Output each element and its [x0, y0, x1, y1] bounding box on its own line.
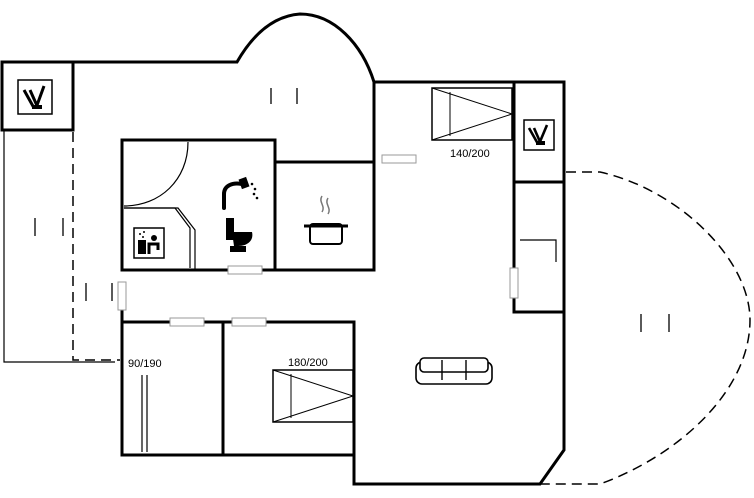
outer-walls: [0, 12, 566, 486]
door-bedroom-bottom: [231, 317, 267, 327]
shower-icon: [222, 176, 259, 210]
door-right-utility: [509, 267, 519, 299]
fireplace-box: [0, 60, 75, 132]
bed-label-90-190: 90/190: [128, 358, 162, 370]
bed-label-140-200: 140/200: [450, 148, 490, 160]
west-outer-line: [3, 130, 115, 363]
west-room-wall: [71, 12, 566, 84]
door-hall-left: [117, 281, 127, 311]
door-bedroom-top: [381, 154, 417, 164]
toilet-icon: [226, 218, 253, 252]
kitchen-pot-icon: [304, 195, 348, 245]
right-terrace-outline: [540, 171, 751, 485]
windows: [34, 88, 670, 332]
doors: [117, 141, 519, 327]
sauna-icon: [133, 227, 165, 259]
fireplace-icon: [523, 119, 555, 151]
sofa-icon: [415, 357, 493, 385]
door-bathroom: [227, 265, 263, 275]
bed-label-180-200: 180/200: [288, 357, 328, 369]
left-terrace-outline: [72, 132, 120, 361]
terraces: [72, 132, 751, 485]
bed-icon: [272, 369, 355, 423]
east-wall: [120, 80, 566, 486]
bed-icon: [431, 87, 514, 141]
fireplace-icon: [17, 79, 53, 115]
bathroom-door-swing: [123, 141, 189, 207]
door-bedroom-left: [169, 317, 205, 327]
